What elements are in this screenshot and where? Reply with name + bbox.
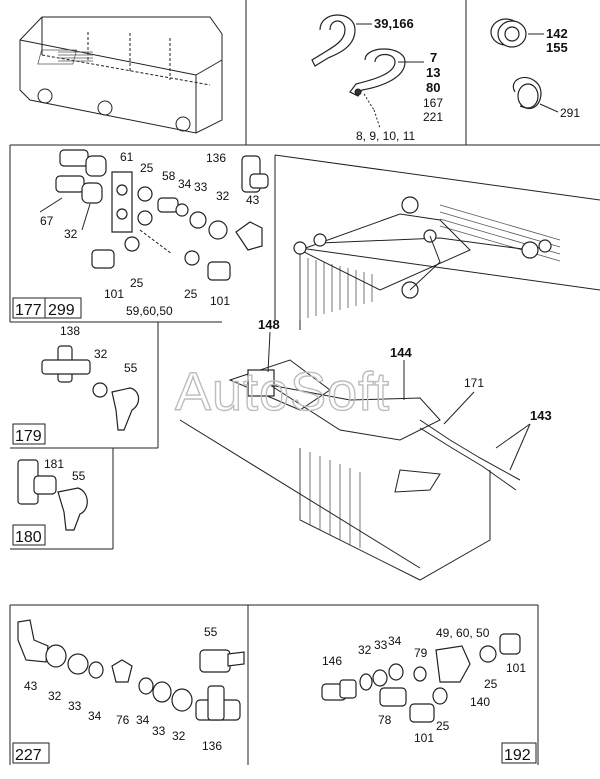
- callout-p33c: 33: [152, 724, 166, 738]
- callout-p32e: 32: [172, 729, 186, 743]
- section-box-227: [12, 742, 50, 764]
- callout-p146: 146: [322, 654, 342, 668]
- fittings-group-180: [17, 459, 88, 531]
- callout-p181: 181: [44, 457, 64, 471]
- section-box-192: [501, 742, 537, 764]
- watermark: AutoSoft: [175, 362, 390, 422]
- callout-clip-c: 80: [426, 80, 440, 95]
- fittings-group-179: [41, 345, 140, 431]
- callout-p136a: 136: [206, 151, 226, 165]
- callout-p67: 67: [40, 214, 54, 228]
- callout-p101b: 101: [210, 294, 230, 308]
- callout-p55c: 55: [204, 625, 218, 639]
- callout-p33b: 33: [68, 699, 82, 713]
- callout-p33a: 33: [194, 180, 208, 194]
- callout-p34a: 34: [178, 177, 192, 191]
- callout-grommet-b: 155: [546, 40, 568, 55]
- callout-p32b: 32: [64, 227, 78, 241]
- callout-p101d: 101: [414, 731, 434, 745]
- grommet-parts: [490, 18, 559, 113]
- section-179: 179: [15, 428, 42, 445]
- callout-p78: 78: [378, 713, 392, 727]
- callout-p148: 148: [258, 317, 280, 332]
- callout-p43b: 43: [24, 679, 38, 693]
- callout-p34d: 34: [388, 634, 402, 648]
- callout-p32d: 32: [48, 689, 62, 703]
- callout-p140: 140: [470, 695, 490, 709]
- section-box-179: [12, 423, 46, 445]
- section-box-299: [44, 297, 82, 319]
- callout-p101a: 101: [104, 287, 124, 301]
- fittings-group-192: [321, 633, 521, 723]
- section-299: 299: [48, 302, 75, 319]
- callout-p25a: 25: [140, 161, 154, 175]
- callout-p79: 79: [414, 646, 428, 660]
- section-box-180: [12, 524, 46, 546]
- callout-p32a: 32: [216, 189, 230, 203]
- callout-clip-d: 167: [423, 96, 443, 110]
- callout-p171: 171: [464, 376, 484, 390]
- callout-clip-b: 13: [426, 65, 440, 80]
- fittings-group-177: [39, 149, 269, 281]
- callout-p136b: 136: [202, 739, 222, 753]
- callout-ring-a: 39,166: [374, 16, 414, 31]
- bus-outline-illustration: [19, 16, 223, 134]
- callout-p58: 58: [162, 169, 176, 183]
- section-227: 227: [15, 747, 42, 764]
- callout-p32f: 32: [358, 643, 372, 657]
- callout-p25c: 25: [184, 287, 198, 301]
- callout-p25b: 25: [130, 276, 144, 290]
- callout-clip-a: 7: [430, 50, 437, 65]
- callout-p32c: 32: [94, 347, 108, 361]
- panel-borders: [9, 0, 600, 765]
- callout-p76: 76: [116, 713, 130, 727]
- section-192: 192: [504, 747, 531, 764]
- callout-p34c: 34: [136, 713, 150, 727]
- callout-grommet-a: 142: [546, 26, 568, 41]
- section-177: 177: [15, 302, 42, 319]
- callout-p33d: 33: [374, 638, 388, 652]
- clamp-parts: [311, 14, 424, 129]
- callout-p34b: 34: [88, 709, 102, 723]
- callout-p138: 138: [60, 324, 80, 338]
- callout-p101c: 101: [506, 661, 526, 675]
- callout-clip-e: 221: [423, 110, 443, 124]
- callout-p-group: 59,60,50: [126, 304, 173, 318]
- callout-p55b: 55: [72, 469, 86, 483]
- callout-clamp: 291: [560, 106, 580, 120]
- callout-p144: 144: [390, 345, 412, 360]
- callout-p143: 143: [530, 408, 552, 423]
- callout-p25d: 25: [484, 677, 498, 691]
- section-180: 180: [15, 529, 42, 546]
- callout-p-group2: 49, 60, 50: [436, 626, 490, 640]
- callout-p61: 61: [120, 150, 134, 164]
- callout-clip-list: 8, 9, 10, 11: [356, 129, 415, 143]
- callout-p25e: 25: [436, 719, 450, 733]
- engine-heater-illustration: [179, 154, 600, 581]
- callout-p55a: 55: [124, 361, 138, 375]
- fittings-group-227: [17, 619, 245, 721]
- callout-p43a: 43: [246, 193, 260, 207]
